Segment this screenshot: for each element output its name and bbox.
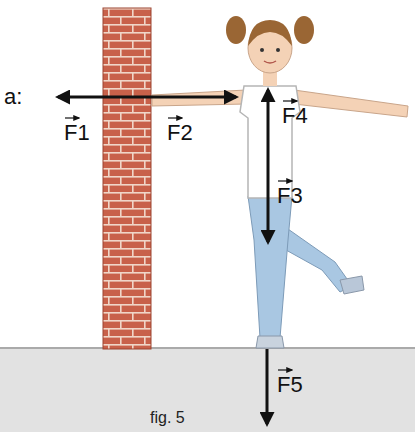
- floor: [0, 348, 415, 432]
- force-label: F2: [167, 122, 193, 144]
- force-label: F5: [277, 374, 303, 396]
- vector-signs: [65, 101, 297, 370]
- girl-figure: [152, 16, 408, 348]
- figure-tag: a:: [4, 86, 22, 108]
- force-label: F4: [282, 105, 308, 127]
- force-arrows: [58, 90, 268, 424]
- force-label: F1: [64, 122, 90, 144]
- brick-wall: [103, 8, 151, 349]
- force-label: F3: [277, 185, 303, 207]
- figure-caption: fig. 5: [150, 410, 185, 426]
